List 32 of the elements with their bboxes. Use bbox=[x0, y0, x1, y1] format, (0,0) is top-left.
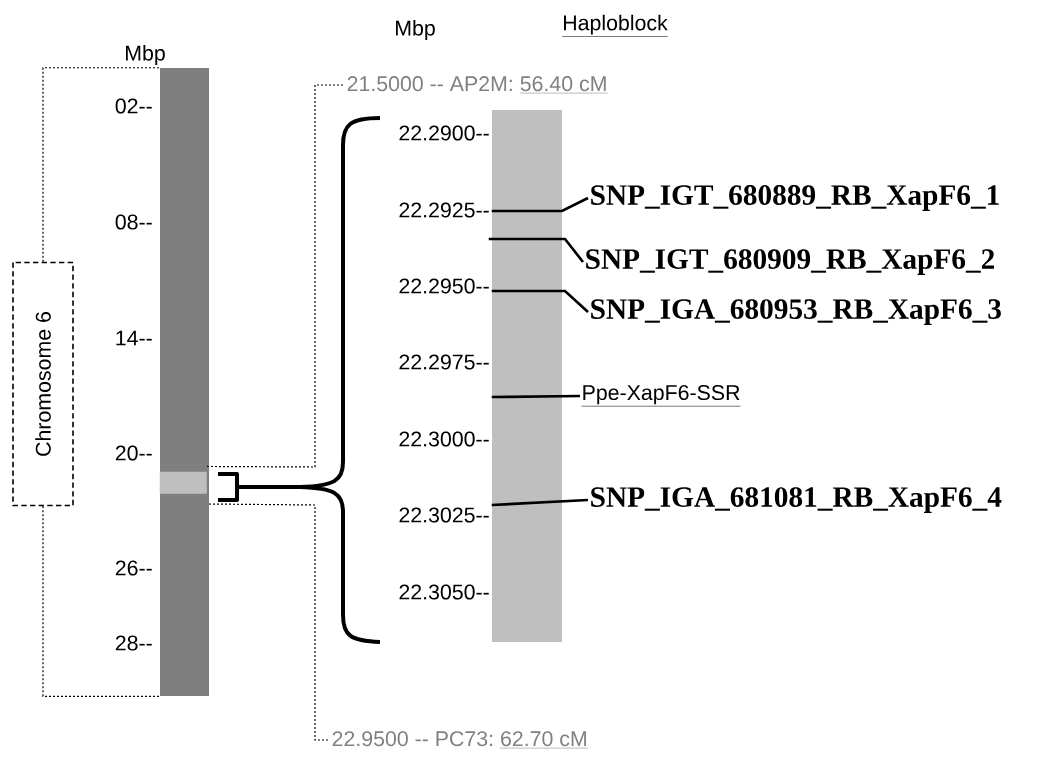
leader-line bbox=[491, 196, 589, 213]
tick-label: 22.2900-- bbox=[399, 125, 489, 141]
tick-label: 22.3025-- bbox=[399, 507, 489, 523]
dotted-connector bbox=[206, 84, 346, 468]
tick-label: 26-- bbox=[115, 560, 152, 576]
tick-label: 22.2950-- bbox=[399, 278, 489, 294]
dotted-connector bbox=[42, 505, 161, 697]
leader-line bbox=[488, 237, 585, 263]
leader-line bbox=[491, 394, 581, 399]
label-box: Chromosome 6 bbox=[12, 261, 74, 507]
leader-line bbox=[491, 289, 589, 313]
leader-line bbox=[491, 498, 589, 507]
marker-label: Ppe-XapF6-SSR bbox=[581, 385, 741, 407]
tick-label: 08-- bbox=[115, 214, 152, 230]
axis-unit: Mbp bbox=[126, 45, 165, 65]
tick-label: 22.2925-- bbox=[399, 202, 489, 218]
marker-label: SNP_IGA_681081_RB_XapF6_4 bbox=[591, 487, 1002, 513]
marker-position-label: 22.9500 -- PC73: 62.70 cM bbox=[332, 731, 588, 749]
axis-unit: Mbp bbox=[396, 20, 435, 40]
marker-label: SNP_IGT_680889_RB_XapF6_1 bbox=[591, 185, 999, 211]
tick-label: 20-- bbox=[115, 445, 152, 461]
tick-label: 02-- bbox=[115, 98, 152, 114]
tick-label: 14-- bbox=[116, 330, 152, 346]
chromosome-bar bbox=[160, 68, 209, 696]
dotted-connector bbox=[208, 503, 331, 741]
node-label: Haploblock bbox=[563, 14, 668, 35]
marker-label: SNP_IGT_680909_RB_XapF6_2 bbox=[586, 249, 995, 275]
marker-position-label: 21.5000 -- AP2M: 56.40 cM bbox=[347, 76, 608, 94]
marker-label: SNP_IGA_680953_RB_XapF6_3 bbox=[591, 299, 1001, 325]
tick-label: 28-- bbox=[115, 635, 152, 651]
dotted-connector bbox=[42, 67, 161, 263]
highlighted-region bbox=[159, 471, 207, 494]
